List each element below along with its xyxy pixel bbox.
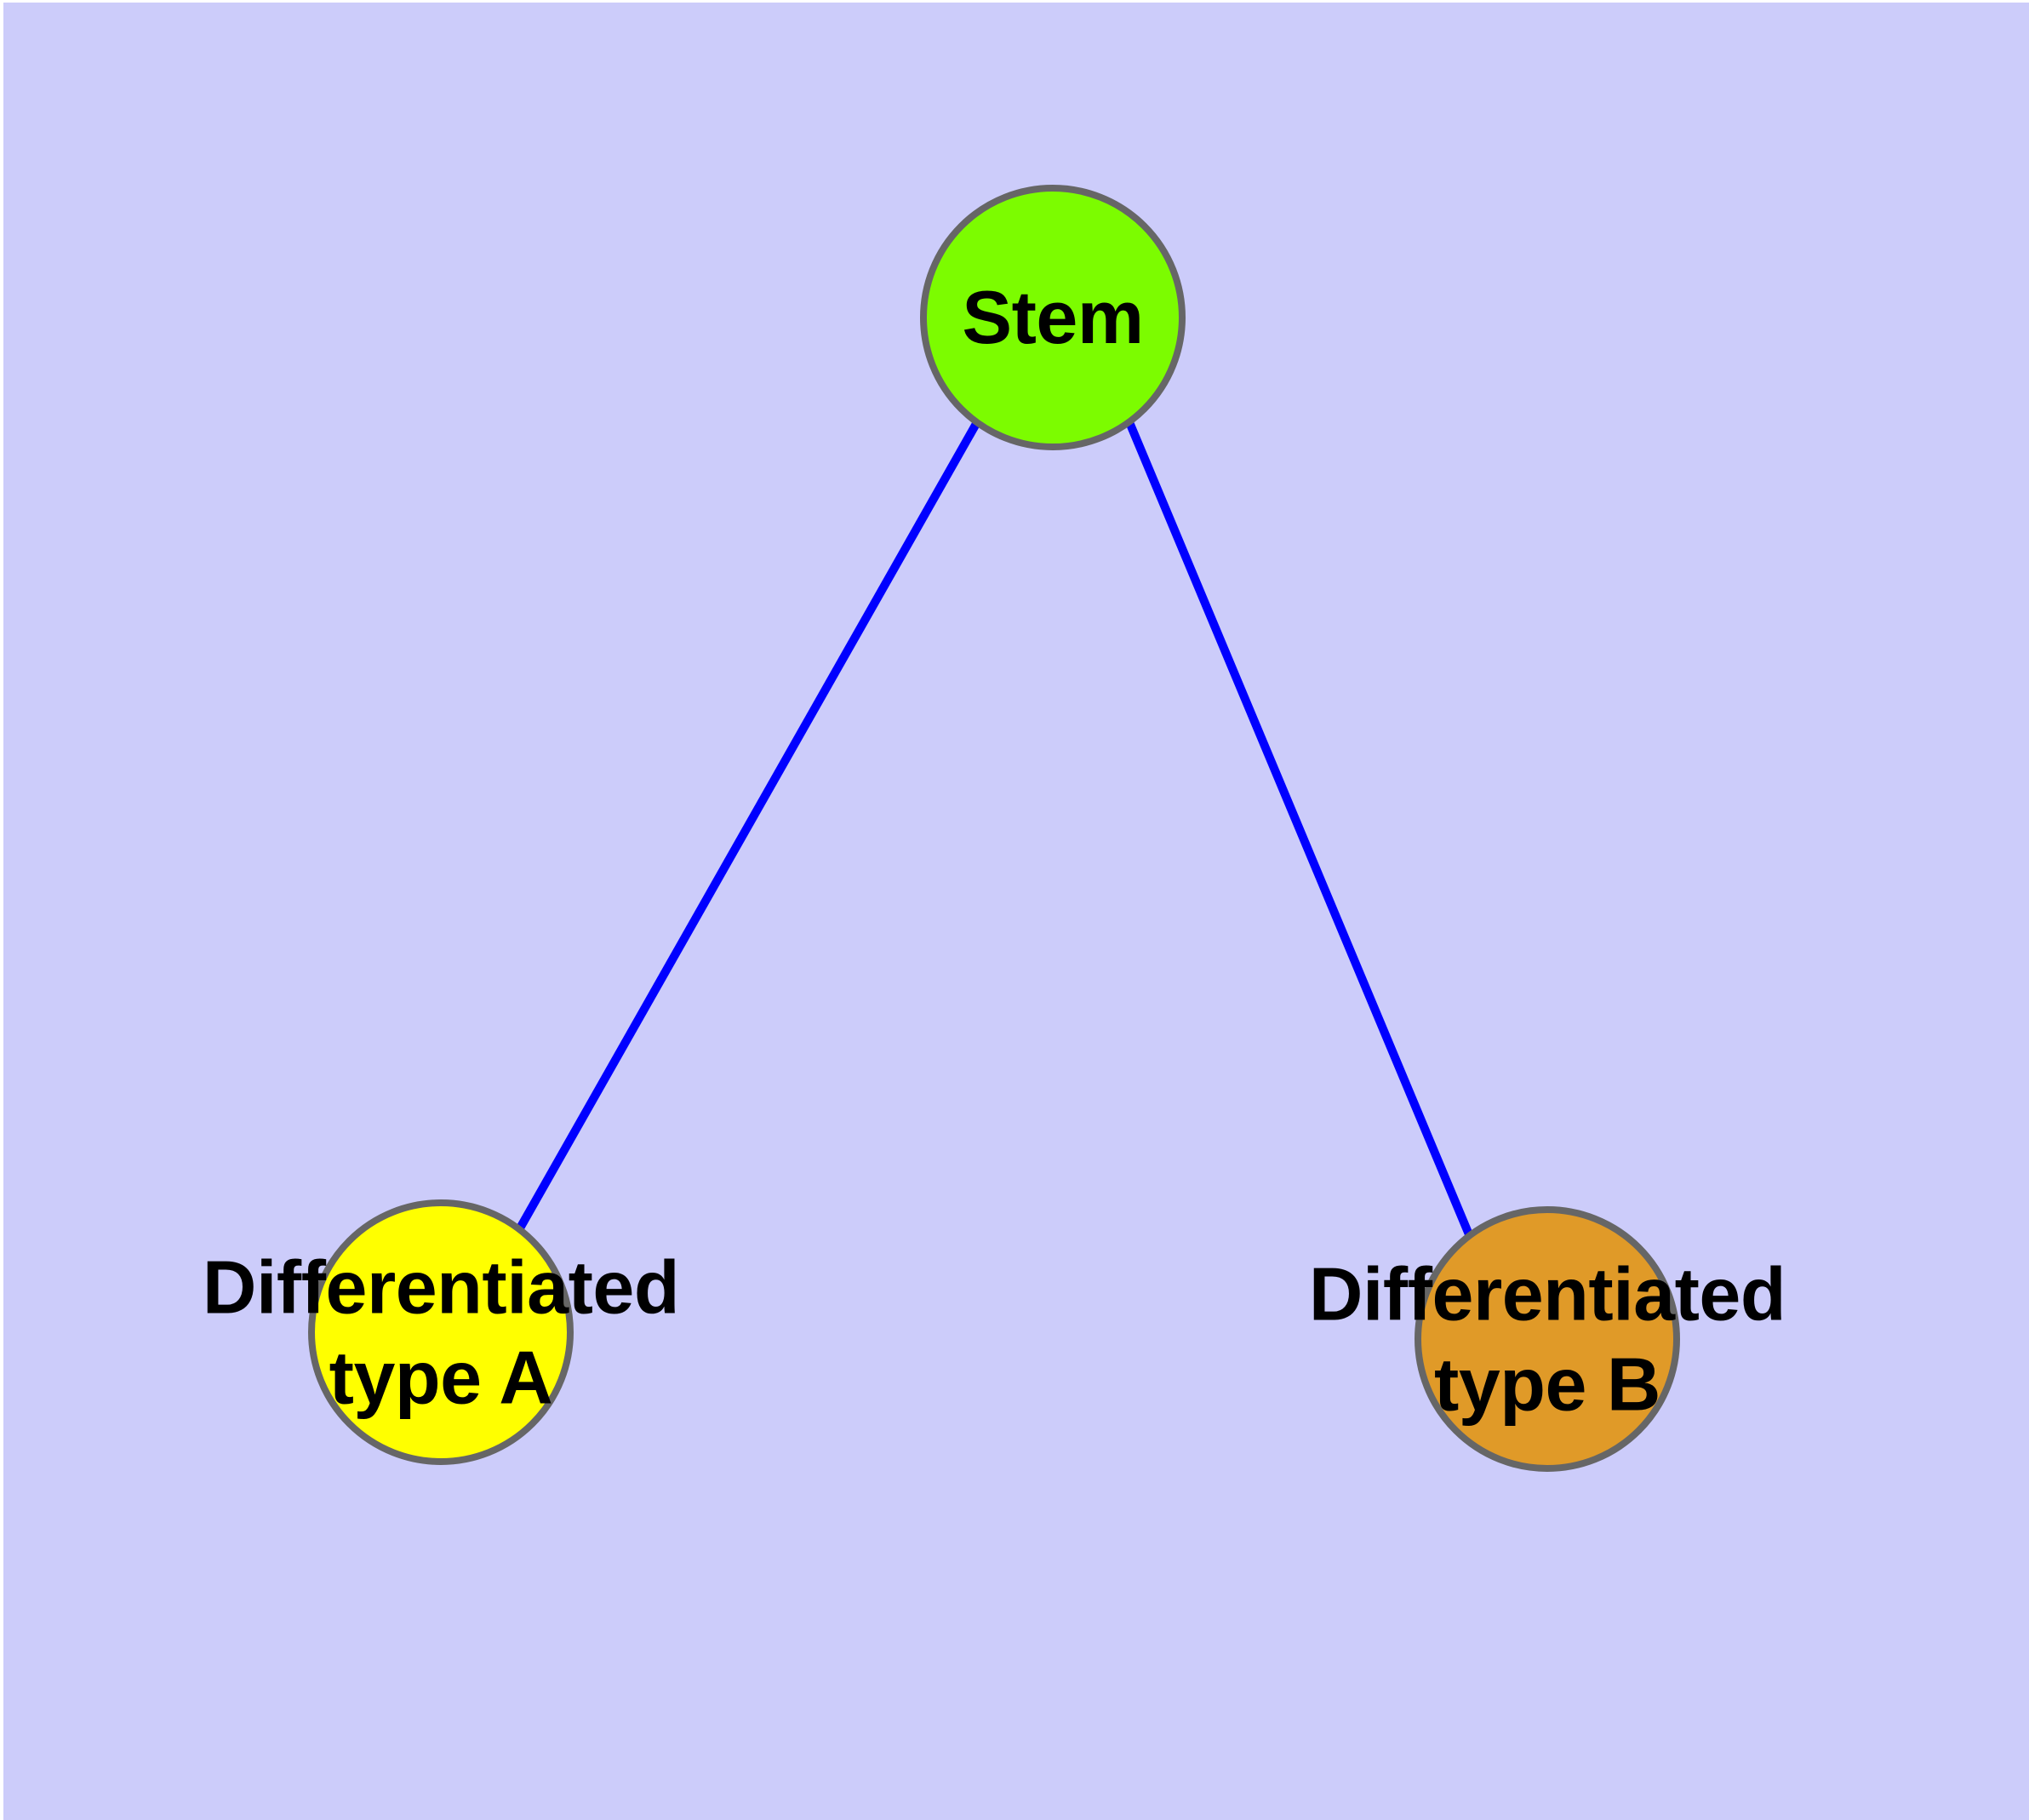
node-layer [308, 185, 1680, 1472]
node-differentiated-type-b[interactable] [1415, 1206, 1680, 1472]
node-stem[interactable] [920, 185, 1186, 450]
edge-stem-to-diff-b[interactable] [1125, 421, 1475, 1240]
node-differentiated-type-a[interactable] [308, 1199, 574, 1465]
edge-stem-to-diff-a[interactable] [513, 420, 981, 1235]
edge-layer [513, 420, 1475, 1240]
